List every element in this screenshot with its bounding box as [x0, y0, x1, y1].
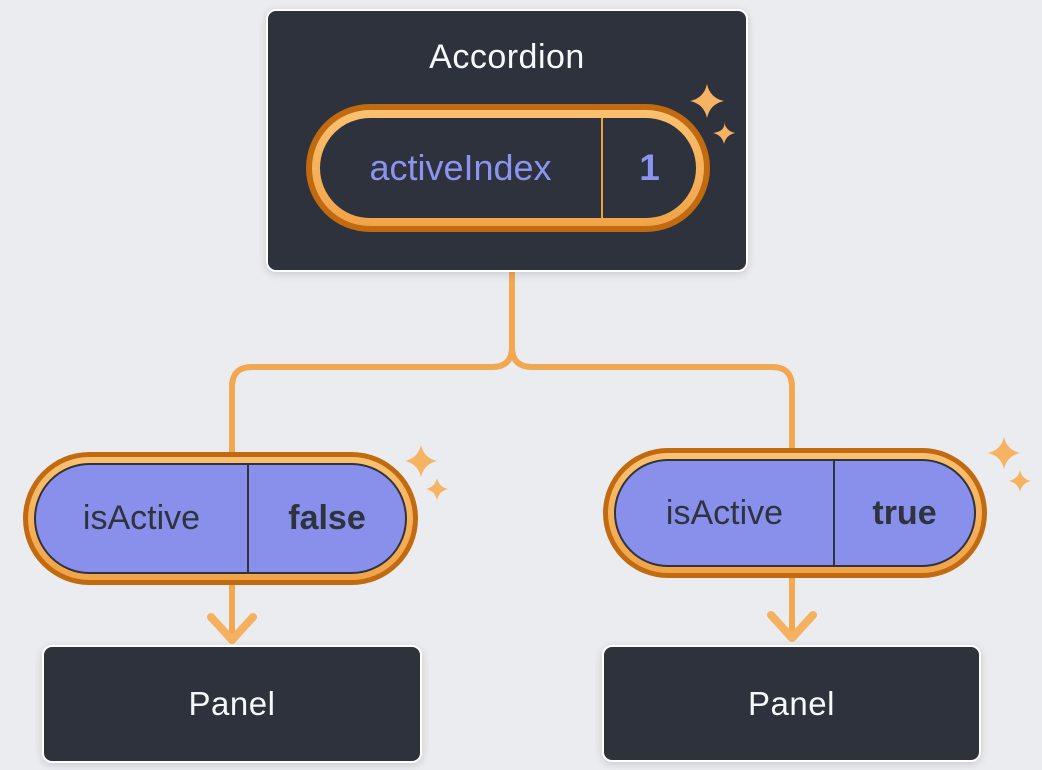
prop-value-label: false — [288, 499, 366, 537]
arrow-down-icon — [207, 580, 257, 644]
highlight-ring: isActive true — [608, 453, 982, 573]
panel-card-left: Panel — [42, 645, 422, 763]
pill-divider — [833, 461, 835, 565]
connector-left-branch — [229, 271, 515, 468]
pill-divider — [247, 465, 249, 572]
prop-key-label: isActive — [665, 493, 784, 532]
state-pill-activeindex: activeIndex 1 — [306, 104, 710, 232]
arrow-down-icon — [767, 575, 817, 642]
component-title: Panel — [188, 685, 276, 722]
prop-pill-isactive-false: isActive false — [23, 452, 418, 585]
component-title: Panel — [748, 684, 835, 722]
highlight-ring: isActive false — [28, 457, 413, 580]
sparkles-icon — [988, 437, 1031, 492]
pill-divider — [601, 118, 603, 218]
prop-pill-isactive-true: isActive true — [603, 448, 987, 578]
prop-value-label: true — [872, 493, 937, 532]
prop-key-label: isActive — [82, 499, 201, 537]
highlight-ring: activeIndex 1 — [312, 110, 704, 226]
panel-card-right: Panel — [602, 645, 981, 762]
state-key-label: activeIndex — [369, 147, 552, 188]
state-value-label: 1 — [639, 147, 660, 188]
component-title: Accordion — [429, 38, 585, 76]
